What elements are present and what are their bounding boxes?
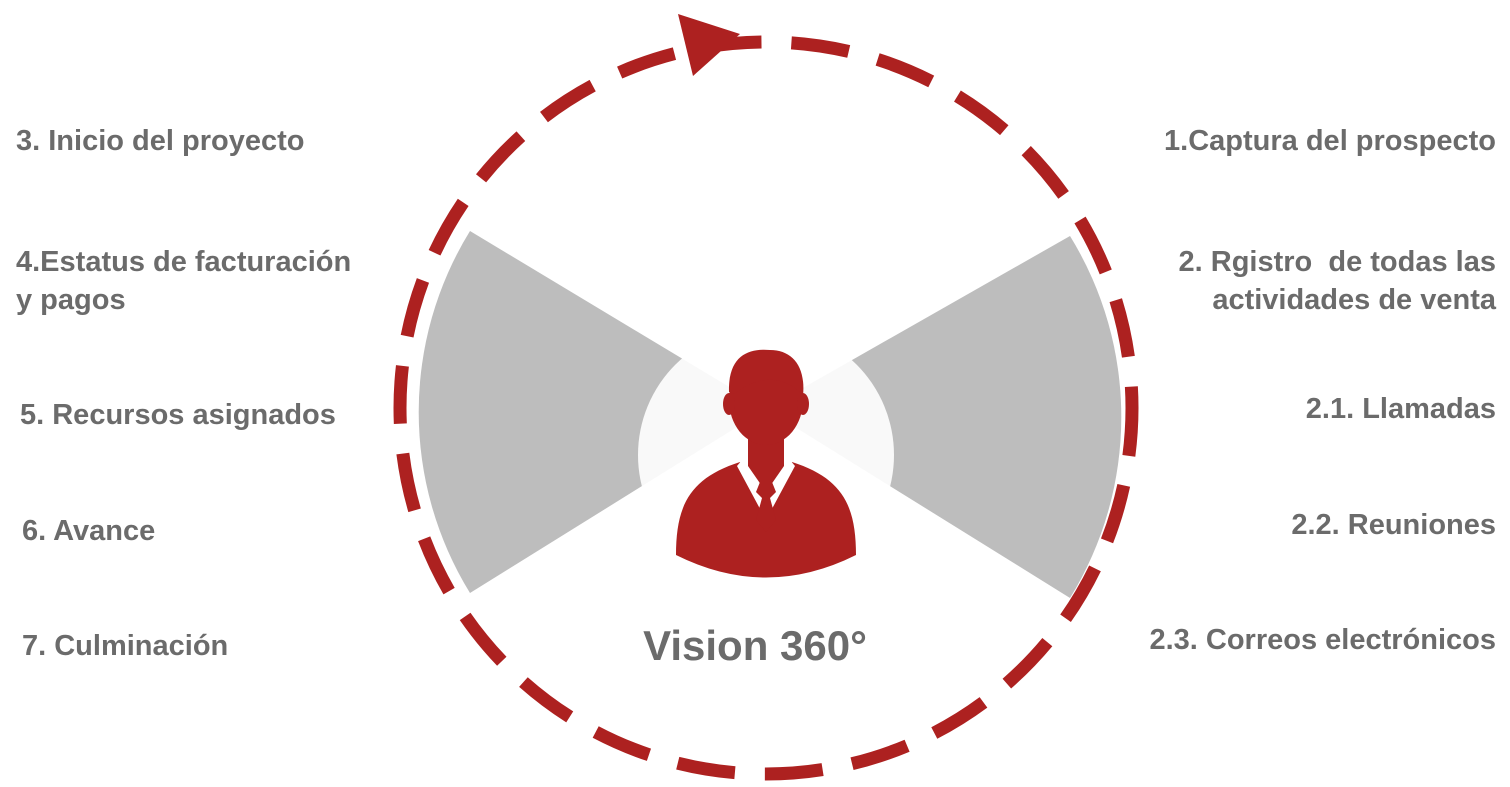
left-item-3: 5. Recursos asignados [20,396,336,434]
cycle-dashed-circle [393,35,1139,781]
left-item-2: 4.Estatus de facturación y pagos [16,243,351,319]
right-item-5: 2.3. Correos electrónicos [1149,621,1496,659]
right-item-1: 1.Captura del prospecto [1164,122,1496,160]
right-sector [766,236,1122,598]
tie [756,482,776,532]
right-item-3: 2.1. Llamadas [1306,390,1496,428]
right-item-2-line1: 2. Rgistro de todas las [1178,246,1496,278]
left-item-5: 7. Culminación [22,627,228,665]
left-item-4-text: 6. Avance [22,515,156,547]
right-item-3-text: 2.1. Llamadas [1305,393,1496,425]
right-item-4: 2.2. Reuniones [1291,506,1496,544]
right-item-4-text: 2.2. Reuniones [1291,509,1496,541]
right-item-2: 2. Rgistro de todas las actividades de v… [1179,243,1496,319]
right-item-1-text: 1.Captura del prospecto [1164,125,1496,157]
left-item-2-line1: 4.Estatus de facturación [16,246,352,278]
left-item-1-text: 3. Inicio del proyecto [16,125,305,157]
right-item-2-line2: actividades de venta [1212,284,1496,316]
left-sector [418,231,766,593]
left-item-5-text: 7. Culminación [22,630,229,662]
right-item-5-text: 2.3. Correos electrónicos [1149,624,1496,656]
left-item-1: 3. Inicio del proyecto [16,122,304,160]
left-item-4: 6. Avance [22,512,155,550]
cycle-arrow-icon [678,14,740,76]
left-item-3-text: 5. Recursos asignados [20,399,336,431]
left-item-2-line2: y pagos [16,284,126,316]
